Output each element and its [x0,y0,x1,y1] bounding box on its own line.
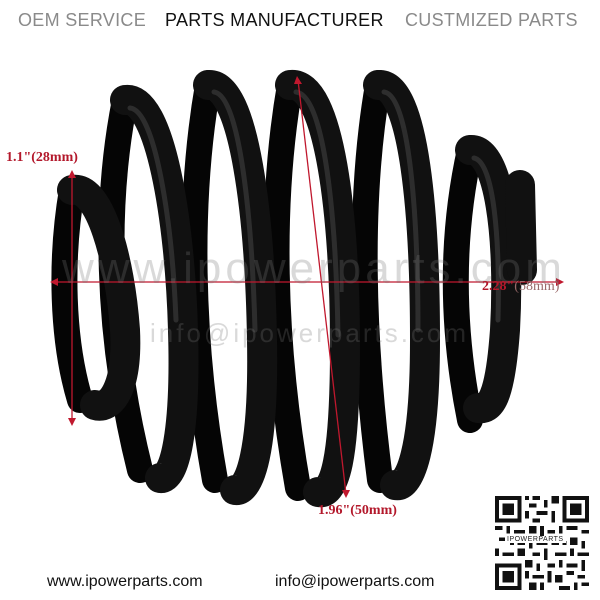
qr-caption: IPOWERPARTS [505,536,566,543]
dimension-width-unit: (58mm) [514,279,560,294]
coil-spring [51,70,537,508]
dimension-arrowheads [50,76,564,498]
dimension-width-label: 2.28"(58mm) [482,279,559,295]
header-item-parts-manufacturer: PARTS MANUFACTURER [165,10,384,30]
dimension-width-value: 2.28" [482,279,515,294]
footer-email-link[interactable]: info@ipowerparts.com [275,573,435,590]
watermark-site: www.ipowerparts.com [62,244,566,293]
header-banner: OEM SERVICE PARTS MANUFACTURER CUSTMIZED… [0,0,600,44]
dimension-lines [55,79,560,495]
dimension-height-label: 1.1"(28mm) [6,150,78,165]
footer-website-link[interactable]: www.ipowerparts.com [47,573,203,590]
footer: www.ipowerparts.com info@ipowerparts.com [0,560,600,600]
qr-code [495,496,589,590]
watermark-email: info@ipowerparts.com [150,318,470,348]
header-item-customized-parts: CUSTMIZED PARTS [405,10,578,30]
header-item-oem-service: OEM SERVICE [18,10,146,30]
dimension-length-label: 1.96"(50mm) [318,503,397,518]
